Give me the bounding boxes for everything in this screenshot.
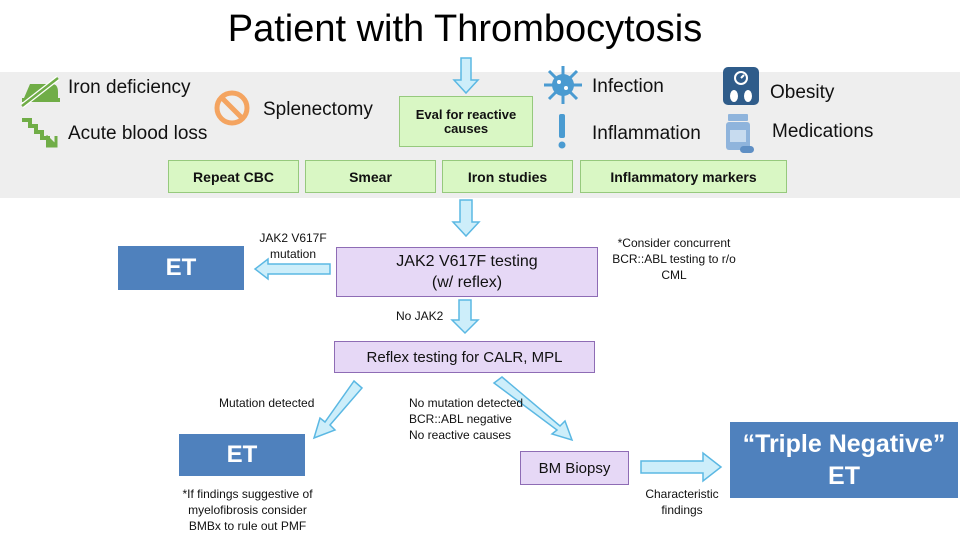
arrow-reflex-to-et <box>312 379 364 440</box>
cause-infection: Infection <box>592 76 664 97</box>
arrow-jak2-to-reflex <box>450 299 480 335</box>
cause-medications: Medications <box>772 121 874 142</box>
cause-inflammation: Inflammation <box>592 123 701 144</box>
eval-reactive-causes-box: Eval for reactive causes <box>399 96 533 147</box>
jak2-testing-box: JAK2 V617F testing (w/ reflex) <box>336 247 598 297</box>
jak2-testing-line1: JAK2 V617F testing <box>396 253 538 270</box>
cause-acute-blood-loss: Acute blood loss <box>68 123 208 144</box>
no-sign-icon <box>214 90 250 126</box>
cause-obesity: Obesity <box>770 82 835 103</box>
bm-biopsy-box: BM Biopsy <box>520 451 629 485</box>
exclamation-icon <box>558 114 566 149</box>
arrow-jak2-to-et <box>253 257 331 281</box>
scale-icon <box>723 67 759 105</box>
arrow-reflex-to-biopsy <box>492 376 574 442</box>
cause-splenectomy: Splenectomy <box>263 99 373 120</box>
triple-negative-et-box: “Triple Negative” ET <box>730 422 958 498</box>
page-title: Patient with Thrombocytosis <box>227 8 703 50</box>
iron-deficiency-icon <box>20 76 60 108</box>
myelofibrosis-note: *If findings suggestive of myelofibrosis… <box>182 487 313 533</box>
no-mutation-label: No mutation detected BCR::ABL negative N… <box>409 396 524 442</box>
mutation-detected-label: Mutation detected <box>219 396 315 410</box>
et-bottom-box: ET <box>179 434 305 476</box>
jak2-mutation-label: JAK2 V617F mutation <box>259 231 327 261</box>
no-jak2-label: No JAK2 <box>396 309 444 323</box>
et-top-box: ET <box>118 246 244 290</box>
jak2-testing-line2: (w/ reflex) <box>431 274 503 291</box>
acute-blood-loss-icon <box>22 118 58 148</box>
arrow-title-to-eval <box>452 57 480 95</box>
arrow-band-to-jak2 <box>451 199 481 238</box>
pill-bottle-icon <box>726 114 754 153</box>
test-iron-studies: Iron studies <box>442 160 573 193</box>
characteristic-findings-label: Characteristic findings <box>645 487 719 517</box>
cause-iron-deficiency: Iron deficiency <box>68 77 191 98</box>
test-repeat-cbc: Repeat CBC <box>168 160 299 193</box>
consider-bcr-abl-note: *Consider concurrent BCR::ABL testing to… <box>612 236 736 282</box>
test-inflammatory-markers: Inflammatory markers <box>580 160 787 193</box>
test-smear: Smear <box>305 160 436 193</box>
virus-icon <box>544 66 582 104</box>
arrow-biopsy-to-triple-negative <box>640 451 723 483</box>
reflex-testing-box: Reflex testing for CALR, MPL <box>334 341 595 373</box>
